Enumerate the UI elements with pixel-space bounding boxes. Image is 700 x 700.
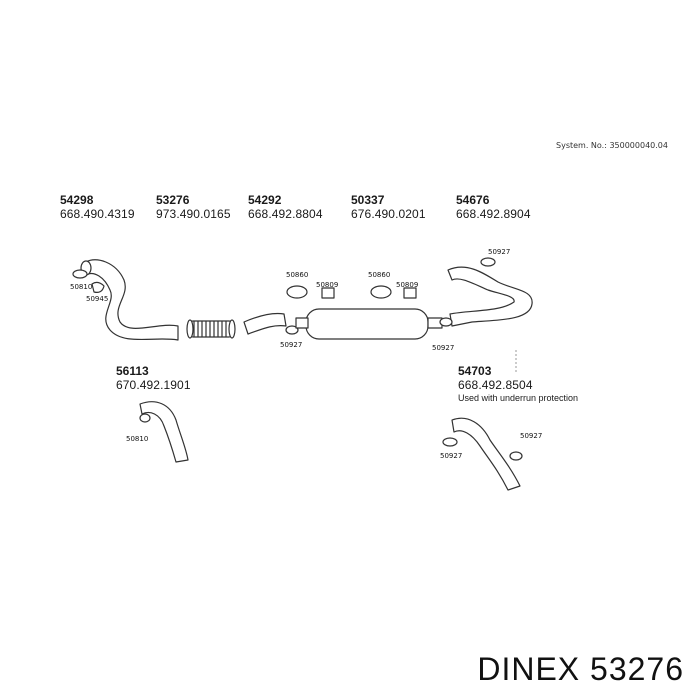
clamp-label: 50927 — [520, 432, 543, 440]
clamp-label: 50927 — [432, 344, 455, 352]
clamp-label: 50809 — [316, 281, 339, 289]
part-code: 50337 — [351, 193, 385, 207]
part-code: 56113 — [116, 364, 149, 378]
clamp-label: 50927 — [488, 248, 511, 256]
clamp-50810 — [72, 269, 88, 279]
clamp-label: 50860 — [368, 271, 391, 279]
part-code: 54298 — [60, 193, 94, 207]
pipe-56113 — [139, 401, 189, 463]
clamp-label: 50809 — [396, 281, 419, 289]
part-number: 668.492.8904 — [456, 207, 531, 221]
clamp-50945 — [91, 281, 105, 293]
part-label-53276: 53276 973.490.0165 — [156, 193, 231, 221]
clamp-50927-top — [480, 257, 496, 267]
part-note: Used with underrun protection — [458, 393, 579, 403]
clamp-label: 50927 — [280, 341, 303, 349]
clamp-label: 50927 — [440, 452, 463, 460]
part-label-50337: 50337 676.490.0201 — [351, 193, 426, 221]
part-number: 676.490.0201 — [351, 207, 426, 221]
clamp-label: 50860 — [286, 271, 309, 279]
brand-part-title: DINEX 53276 — [477, 651, 684, 687]
clamp-50809-a — [321, 287, 335, 299]
clamp-50927-right — [439, 317, 453, 327]
part-number: 670.492.1901 — [116, 378, 191, 392]
part-label-54703: 54703 668.492.8504 Used with underrun pr… — [458, 364, 578, 404]
part-number: 668.490.4319 — [60, 207, 135, 221]
part-label-54676: 54676 668.492.8904 — [456, 193, 531, 221]
part-label-54298: 54298 668.490.4319 — [60, 193, 135, 221]
part-number: 668.492.8804 — [248, 207, 323, 221]
pipe-54292 — [243, 312, 287, 335]
clamp-50927-b2 — [509, 451, 523, 461]
part-number: 668.492.8504 — [458, 378, 533, 392]
part-code: 53276 — [156, 193, 190, 207]
muffler-50337 — [305, 308, 429, 340]
pipe-54703 — [451, 417, 521, 491]
part-label-56113: 56113 670.492.1901 — [116, 364, 191, 392]
clamp-50810-b — [139, 413, 151, 423]
pipe-54298 — [85, 259, 179, 341]
clamp-50927-left — [285, 325, 299, 335]
pipe-54676 — [447, 266, 533, 327]
part-number: 973.490.0165 — [156, 207, 231, 221]
part-code: 54703 — [458, 364, 492, 378]
clamp-label: 50945 — [86, 295, 109, 303]
system-number: System. No.: 350000040.04 — [556, 141, 668, 150]
clamp-50809-b — [403, 287, 417, 299]
clamp-label: 50810 — [126, 435, 149, 443]
part-code: 54676 — [456, 193, 490, 207]
part-code: 54292 — [248, 193, 282, 207]
clamp-50860-a — [286, 285, 308, 299]
clamp-label: 50810 — [70, 283, 93, 291]
clamp-50927-b1 — [442, 437, 458, 447]
clamp-50860-b — [370, 285, 392, 299]
part-label-54292: 54292 668.492.8804 — [248, 193, 323, 221]
